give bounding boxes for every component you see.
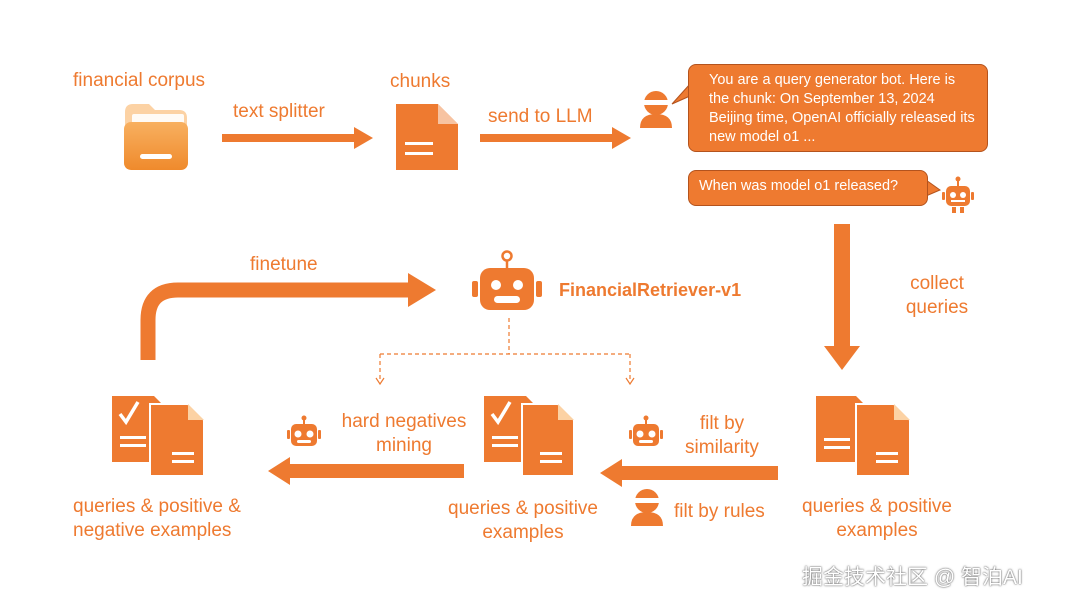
edge-filt-by-similarity-line1: filt by	[699, 413, 745, 434]
arrow-collect-queries	[824, 224, 860, 370]
node-qpn-left: queries & positive & negative examples	[73, 495, 241, 543]
arrow-text-splitter	[222, 127, 373, 149]
edge-text-splitter: text splitter	[233, 101, 325, 122]
edge-send-to-llm: send to LLM	[488, 106, 593, 127]
edge-hard-negatives-line2: mining	[376, 435, 432, 456]
check-icon	[118, 401, 140, 426]
model-name: FinancialRetriever-v1	[559, 280, 742, 300]
document-icon	[396, 104, 458, 170]
node-qp-mid-line1: queries & positive	[448, 498, 598, 519]
node-qp-right-line2: examples	[836, 520, 918, 541]
model-robot-icon	[472, 250, 542, 310]
edge-filt-by-rules: filt by rules	[674, 501, 765, 522]
document-stack-mid-icon	[484, 396, 575, 477]
document-stack-left-icon	[112, 396, 205, 477]
node-chunks: chunks	[390, 71, 451, 92]
node-financial-corpus: financial corpus	[73, 70, 206, 91]
robot-icon	[629, 415, 663, 446]
node-qp-mid-line2: examples	[482, 522, 564, 543]
prompt-bubble: You are a query generator bot. Here is t…	[688, 64, 988, 152]
user-icon	[631, 489, 663, 526]
dashed-arrowhead-right	[625, 377, 635, 386]
edge-finetune: finetune	[250, 254, 318, 275]
check-icon	[490, 401, 512, 426]
edge-collect-queries-line1: collect	[910, 273, 964, 294]
edge-filt-by-similarity-line2: similarity	[685, 437, 759, 458]
edge-filt-by-similarity: filt by similarity	[670, 412, 774, 460]
query-bubble: When was model o1 released?	[688, 170, 928, 206]
arrow-finetune	[140, 282, 412, 360]
node-qp-mid: queries & positive examples	[438, 497, 608, 545]
node-qpn-left-line2: negative examples	[73, 520, 232, 541]
user-icon	[640, 91, 672, 128]
arrow-send-to-llm	[480, 127, 631, 149]
edge-collect-queries-line2: queries	[905, 297, 969, 318]
node-qp-right-line1: queries & positive	[802, 496, 952, 517]
edge-hard-negatives-line1: hard negatives	[341, 411, 467, 432]
document-stack-right-icon	[816, 396, 911, 477]
edge-collect-queries: collect queries	[892, 272, 982, 320]
edge-hard-negatives-mining: hard negatives mining	[338, 410, 470, 458]
arrow-filter	[600, 459, 778, 487]
node-qpn-left-line1: queries & positive &	[73, 496, 241, 517]
robot-icon	[287, 415, 321, 446]
arrow-finetune-head	[408, 273, 436, 307]
watermark: 掘金技术社区 @ 智泊AI	[802, 566, 1023, 589]
folder-icon	[124, 104, 188, 170]
query-bubble-tail	[925, 179, 942, 197]
arrow-hard-negatives	[268, 457, 464, 485]
node-qp-right: queries & positive examples	[792, 495, 962, 543]
robot-icon	[942, 176, 974, 213]
dashed-arrowhead-left	[375, 377, 385, 386]
dashed-connector	[379, 318, 631, 382]
